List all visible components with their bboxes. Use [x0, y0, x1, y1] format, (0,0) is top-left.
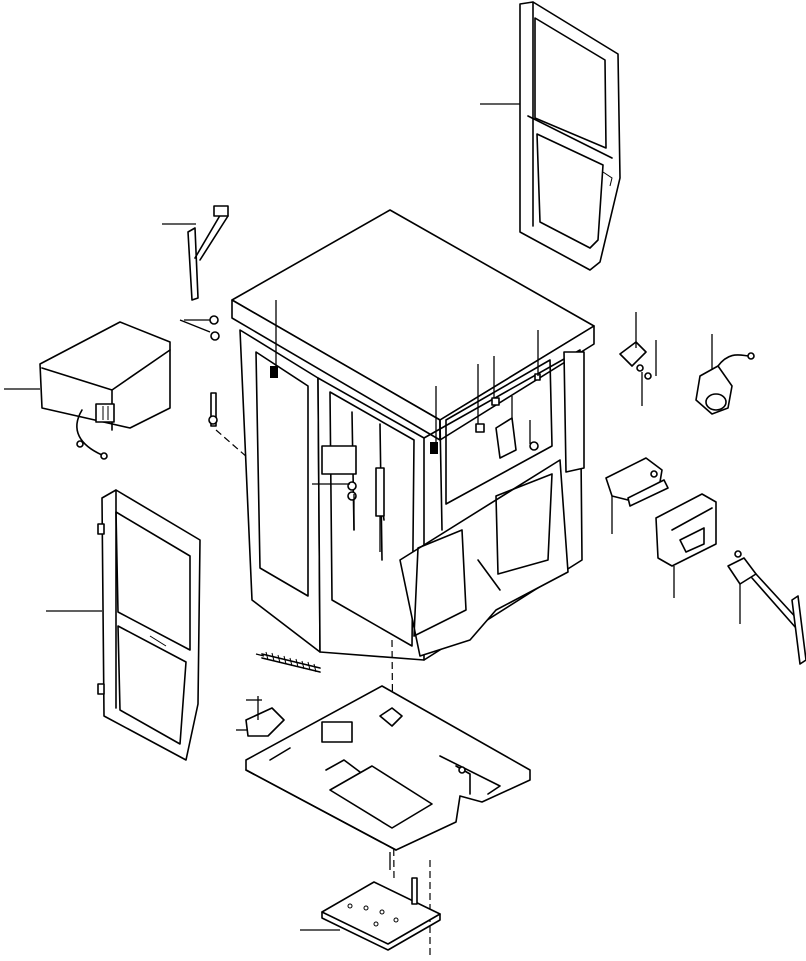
bracket-cover-icon [619, 312, 657, 406]
front-wiper-assembly-icon [727, 550, 806, 665]
wiper-arm-icon [162, 205, 229, 301]
rear-door-frame-icon [480, 1, 621, 271]
pad-icon [236, 696, 285, 737]
mount-bracket-icon [655, 493, 717, 598]
floor-mat-icon [300, 877, 441, 951]
cab-body-icon [215, 209, 595, 956]
bolt-pair-icon [179, 315, 220, 427]
side-door-frame-icon [46, 489, 201, 761]
floor-plate-icon [245, 685, 531, 870]
hinge-plate-icon [605, 457, 669, 534]
motor-assembly-icon [695, 334, 755, 415]
coil-spring-icon [255, 651, 321, 673]
control-box-icon [4, 321, 171, 460]
